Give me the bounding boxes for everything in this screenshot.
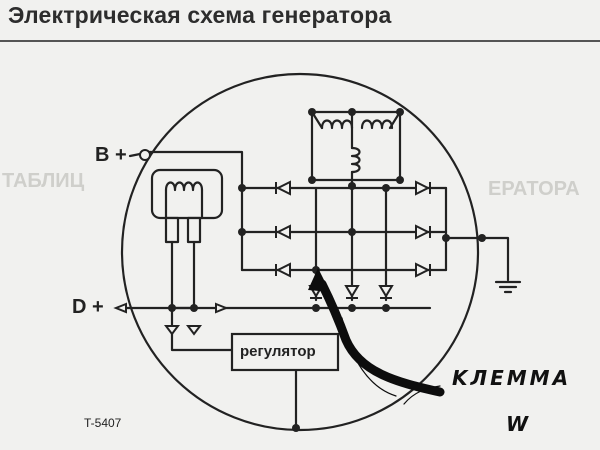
marker-arrow-stroke <box>317 279 445 397</box>
b-plus-terminal-icon <box>139 149 151 161</box>
ghost-text-right: ЕРАТОРА <box>488 178 580 200</box>
brush-arrow-icon <box>164 325 180 336</box>
regulator-box <box>230 332 340 372</box>
brush-arrow-icon <box>186 325 202 336</box>
junction-dots <box>168 108 486 432</box>
exciter-diode-icon <box>378 285 394 299</box>
marker-arrow-thin-stroke <box>341 317 397 397</box>
diode-icon <box>275 224 291 240</box>
generator-housing-outline <box>120 72 480 432</box>
figure-code: T-5407 <box>84 416 122 430</box>
exciter-diode-icon <box>344 285 360 299</box>
stator-windings <box>310 110 402 188</box>
diode-icon <box>415 180 431 196</box>
diode-icon <box>415 262 431 278</box>
diode-icon <box>415 224 431 240</box>
page-title: Электрическая схема генератора <box>8 2 392 28</box>
title-divider <box>0 40 600 42</box>
marker-arrow-thin-stroke <box>403 385 441 405</box>
handwritten-annotation-line2: W <box>506 412 532 436</box>
d-plus-label: D + <box>72 296 104 318</box>
rotor-coil <box>150 168 224 310</box>
b-plus-label: B + <box>95 144 127 166</box>
regulator-label: регулятор <box>240 343 316 360</box>
d-plus-arrow-icon <box>113 302 127 314</box>
ground-symbol <box>494 280 522 294</box>
diode-icon <box>275 180 291 196</box>
diode-icon <box>275 262 291 278</box>
marker-arrow-head-icon <box>308 268 330 292</box>
handwritten-annotation-line1: KЛЕMMA <box>452 366 572 390</box>
d-plus-arrow-icon <box>215 302 229 314</box>
ghost-text-left: ТАБЛИЦ <box>2 170 85 192</box>
